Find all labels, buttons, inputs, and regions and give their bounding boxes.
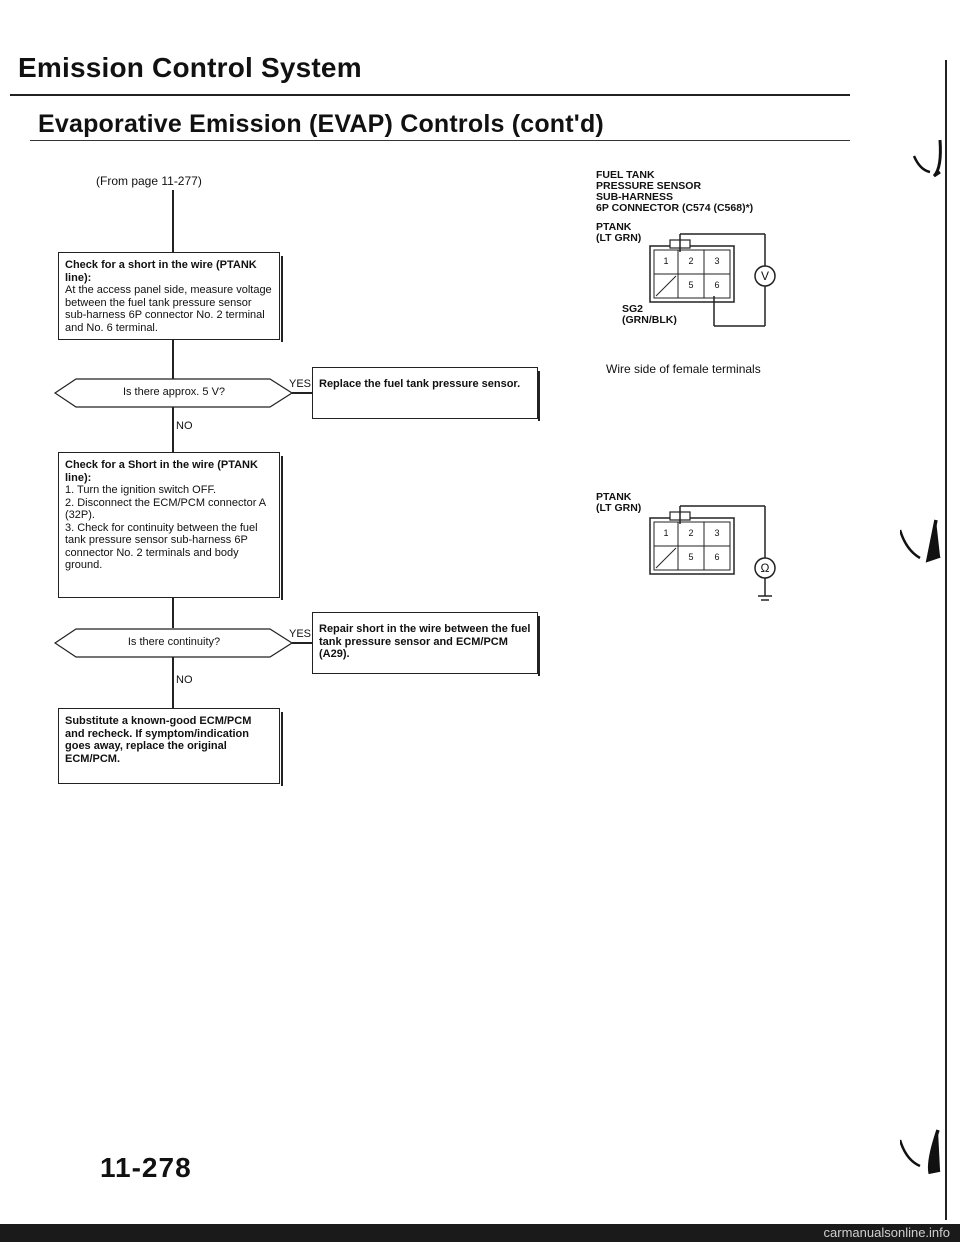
pin-2: 2 — [688, 528, 694, 538]
step-box-3-text: Substitute a known-good ECM/PCM and rech… — [65, 715, 252, 765]
box-shadow — [281, 712, 283, 786]
action-box-1: Replace the fuel tank pressure sensor. — [312, 367, 538, 419]
from-reference: (From page 11-277) — [96, 174, 202, 188]
step-box-2-step: 1. Turn the ignition switch OFF. — [65, 484, 217, 496]
page-number: 11-278 — [100, 1152, 192, 1183]
step-box-1: Check for a short in the wire (PTANK lin… — [58, 252, 280, 340]
step-box-1-body: At the access panel side, measure voltag… — [65, 284, 272, 334]
step-box-3: Substitute a known-good ECM/PCM and rech… — [58, 708, 280, 784]
flow-line — [172, 406, 174, 452]
pin-3: 3 — [714, 528, 720, 538]
yes-line — [292, 392, 314, 394]
connector-title: FUEL TANK PRESSURE SENSOR SUB-HARNESS 6P… — [596, 169, 754, 214]
action-box-2: Repair short in the wire between the fue… — [312, 612, 538, 674]
watermark: carmanualsonline.info — [823, 1225, 950, 1240]
flow-line — [172, 596, 174, 628]
flow-line — [172, 190, 174, 252]
flow-line — [172, 656, 174, 708]
subtitle-rule — [30, 140, 850, 141]
footer-bar — [0, 1224, 960, 1242]
decision-2-question: Is there continuity? — [127, 636, 221, 648]
diagram-caption: Wire side of female terminals — [606, 362, 761, 376]
pin-5: 5 — [688, 552, 694, 562]
yes-line — [292, 642, 314, 644]
no-label-1: NO — [176, 420, 193, 432]
step-box-2-step: 2. Disconnect the ECM/PCM connector A (3… — [65, 496, 266, 522]
ptank-label-2: PTANK (LT GRN) — [596, 491, 642, 514]
pin-6: 6 — [714, 280, 720, 290]
step-box-2-step: 3. Check for continuity between the fuel… — [65, 521, 258, 572]
no-label-2: NO — [176, 674, 193, 686]
flow-line — [172, 338, 174, 380]
pin-3: 3 — [714, 256, 720, 266]
yes-label-1: YES — [289, 378, 312, 390]
pin-1: 1 — [663, 528, 669, 538]
pin-1: 1 — [663, 256, 669, 266]
sg2-label: SG2 (GRN/BLK) — [622, 303, 677, 326]
page-title: Emission Control System — [18, 52, 362, 83]
margin-marks — [900, 60, 947, 1220]
pin-6: 6 — [714, 552, 720, 562]
action-box-2-text: Repair short in the wire between the fue… — [319, 623, 531, 660]
decision-1-question: Is there approx. 5 V? — [122, 386, 226, 398]
ohmmeter-icon: Ω — [760, 561, 770, 575]
box-shadow — [281, 456, 283, 600]
step-box-2: Check for a Short in the wire (PTANK lin… — [58, 452, 280, 598]
ptank-label: PTANK (LT GRN) — [596, 221, 642, 244]
connector-diagram-continuity — [649, 505, 776, 601]
pin-2: 2 — [688, 256, 694, 266]
box-shadow — [538, 371, 540, 421]
title-rule — [10, 94, 850, 96]
yes-label-2: YES — [289, 628, 312, 640]
step-box-1-heading: Check for a short in the wire (PTANK lin… — [65, 259, 257, 284]
action-box-1-text: Replace the fuel tank pressure sensor. — [319, 378, 521, 390]
pin-5: 5 — [688, 280, 694, 290]
connector-diagram-voltage — [649, 233, 776, 327]
box-shadow — [281, 256, 283, 342]
step-box-2-heading: Check for a Short in the wire (PTANK lin… — [65, 459, 258, 484]
box-shadow — [538, 616, 540, 676]
section-subtitle: Evaporative Emission (EVAP) Controls (co… — [38, 110, 604, 138]
voltmeter-icon: V — [760, 269, 769, 283]
